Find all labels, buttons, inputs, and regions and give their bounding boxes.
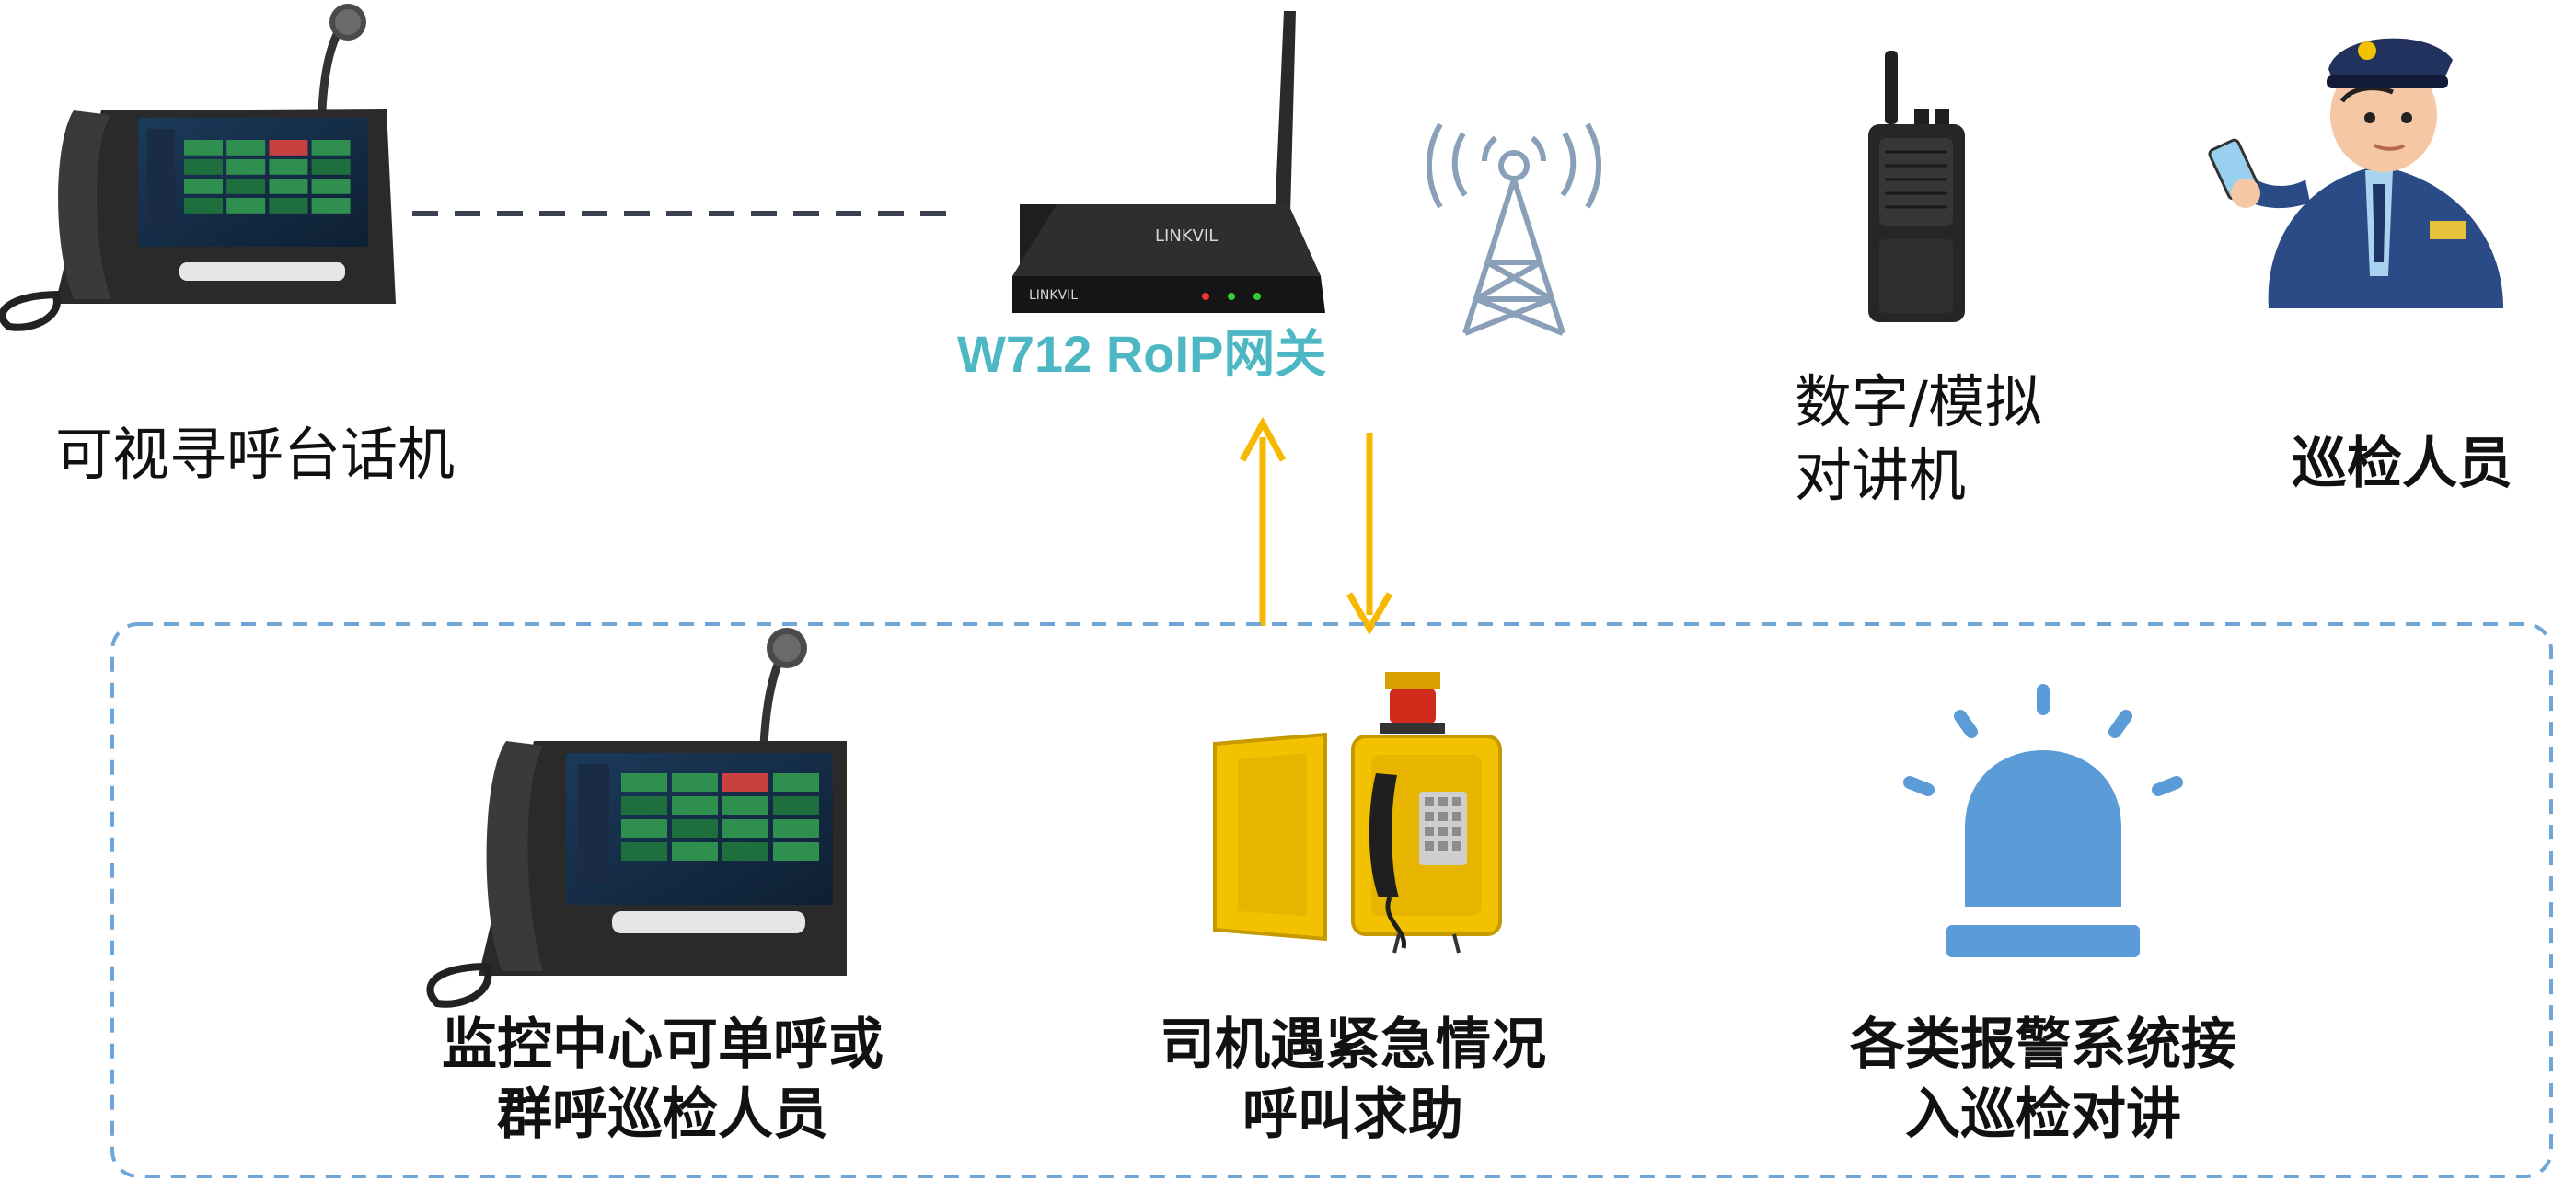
dashed-container — [110, 622, 2553, 1178]
downlink-arrow — [1346, 433, 1393, 635]
emergency-phone-icon — [1213, 672, 1502, 954]
label-alarm-line1: 各类报警系统接 — [1850, 1013, 2236, 1077]
roip-gateway-icon: LINKVIL LINKVIL — [1012, 11, 1325, 313]
label-monitor-line2: 群呼巡检人员 — [497, 1083, 828, 1147]
desk-video-phone-icon — [0, 4, 396, 331]
gateway-brand: LINKVIL — [1155, 226, 1218, 246]
label-alarm-line2: 入巡检对讲 — [1905, 1083, 2181, 1147]
gateway-title: W712 RoIP网关 — [957, 325, 1327, 383]
label-video-phone: 可视寻呼台话机 — [55, 421, 456, 488]
desk-video-phone-icon — [426, 628, 847, 1008]
label-radio-line2: 对讲机 — [1795, 442, 1967, 509]
label-radio-line1: 数字/模拟 — [1795, 368, 2042, 435]
label-monitor-line1: 监控中心可单呼或 — [442, 1013, 884, 1077]
label-emergency-line2: 呼叫求助 — [1242, 1083, 1463, 1147]
label-patrol: 巡检人员 — [2292, 432, 2512, 496]
walkie-talkie-icon — [1868, 51, 1965, 322]
uplink-arrow — [1239, 416, 1287, 626]
alarm-beacon-icon — [1903, 684, 2183, 957]
gateway-brand-front: LINKVIL — [1029, 288, 1078, 303]
label-emergency-line1: 司机遇紧急情况 — [1160, 1013, 1546, 1077]
patrol-officer-icon — [2208, 38, 2503, 308]
signal-tower-icon — [1426, 122, 1602, 336]
